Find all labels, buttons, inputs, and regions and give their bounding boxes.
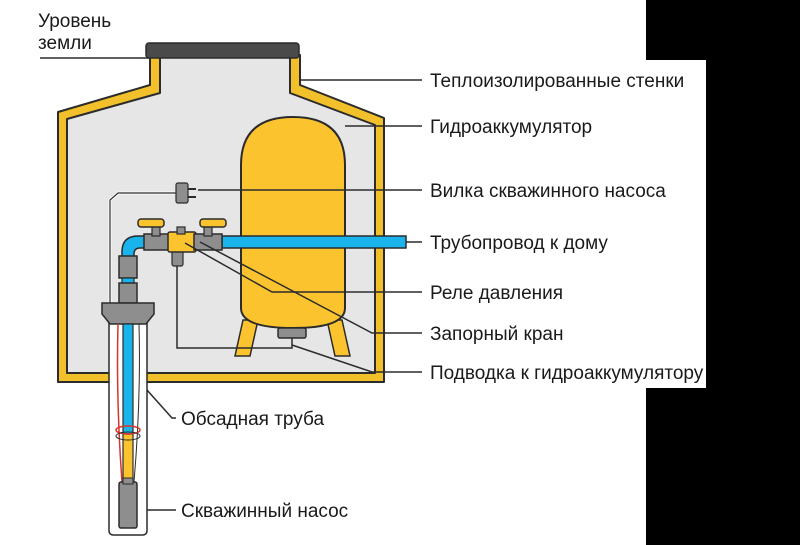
label-ground-level-2: земли xyxy=(38,33,92,54)
label-pump-plug: Вилка скважинного насоса xyxy=(430,181,666,202)
label-pressure-relay: Реле давления xyxy=(430,283,563,304)
label-shutoff-valve: Запорный кран xyxy=(430,324,563,345)
label-house-pipe: Трубопровод к дому xyxy=(430,233,608,254)
label-casing-pipe: Обсадная труба xyxy=(181,409,324,430)
label-well-pump: Скважинный насос xyxy=(181,501,348,522)
label-insulated-walls: Теплоизолированные стенки xyxy=(430,71,684,92)
label-accumulator: Гидроаккумулятор xyxy=(430,117,592,138)
house-pipeline xyxy=(221,235,407,249)
well-pump xyxy=(118,481,138,529)
pump-power-cable xyxy=(116,323,123,483)
accumulator-feed-pipe xyxy=(176,262,293,349)
chamber-lid xyxy=(145,42,300,59)
leader-lines xyxy=(146,79,422,511)
crop-mask-right xyxy=(706,0,800,545)
valve-handle-left-icon xyxy=(137,218,165,237)
label-accumulator-feed: Подводка к гидроаккумулятору xyxy=(430,363,704,384)
valve-handle-right-icon xyxy=(199,218,227,237)
label-ground-level-1: Уровень xyxy=(38,11,111,32)
crop-mask-bottom xyxy=(646,388,706,545)
crop-mask-top xyxy=(646,0,706,60)
accumulator-tank xyxy=(234,115,351,357)
plug-icon xyxy=(175,182,196,204)
